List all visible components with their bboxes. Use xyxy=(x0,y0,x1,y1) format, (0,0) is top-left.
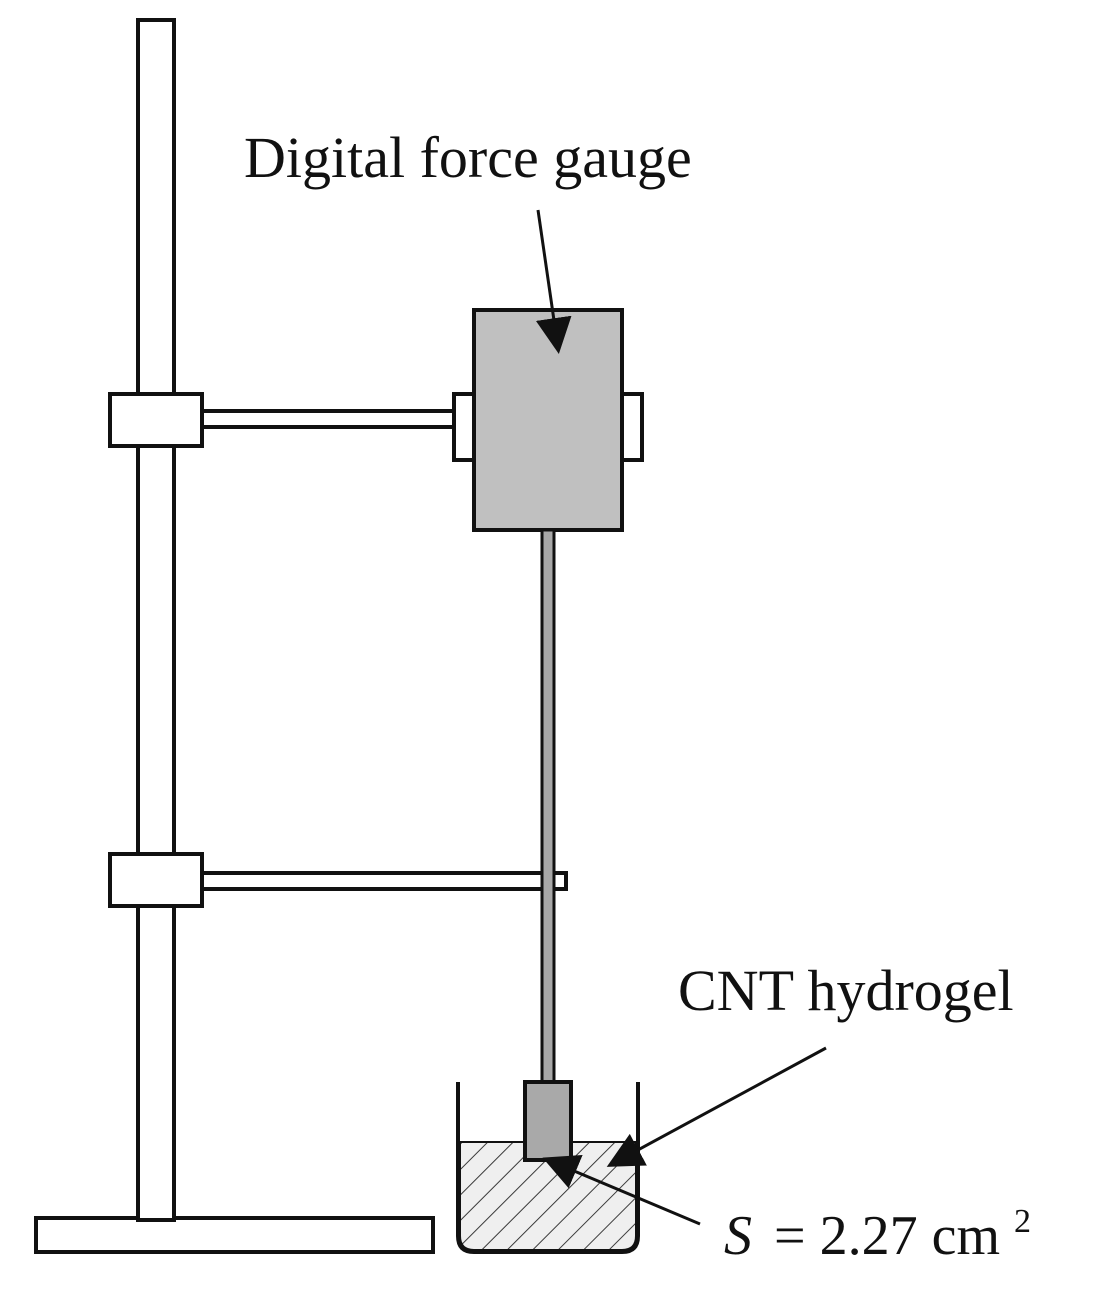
surface-area-symbol: S xyxy=(724,1205,752,1267)
cnt-hydrogel-label: CNT hydrogel xyxy=(678,958,1014,1023)
surface-area-superscript: 2 xyxy=(1014,1203,1031,1240)
cnt-hydrogel xyxy=(459,1141,637,1251)
stand-pole xyxy=(136,18,176,1222)
gauge-rod xyxy=(540,528,556,1084)
lower-clamp xyxy=(108,852,204,908)
surface-area-value: = 2.27 cm xyxy=(774,1205,1000,1267)
surface-area-pointer xyxy=(542,1155,701,1226)
stand-base xyxy=(34,1216,435,1254)
surface-area-label: S = 2.27 cm 2 xyxy=(724,1203,1031,1267)
beaker xyxy=(456,1082,640,1254)
cnt-hydrogel-pointer xyxy=(606,1046,827,1167)
digital-force-gauge xyxy=(472,308,624,532)
probe xyxy=(523,1080,573,1162)
lower-arm xyxy=(200,871,568,891)
digital-force-gauge-label: Digital force gauge xyxy=(244,125,692,190)
upper-clamp xyxy=(108,392,204,448)
digital-force-gauge-pointer xyxy=(535,209,572,354)
upper-arm xyxy=(200,409,460,429)
